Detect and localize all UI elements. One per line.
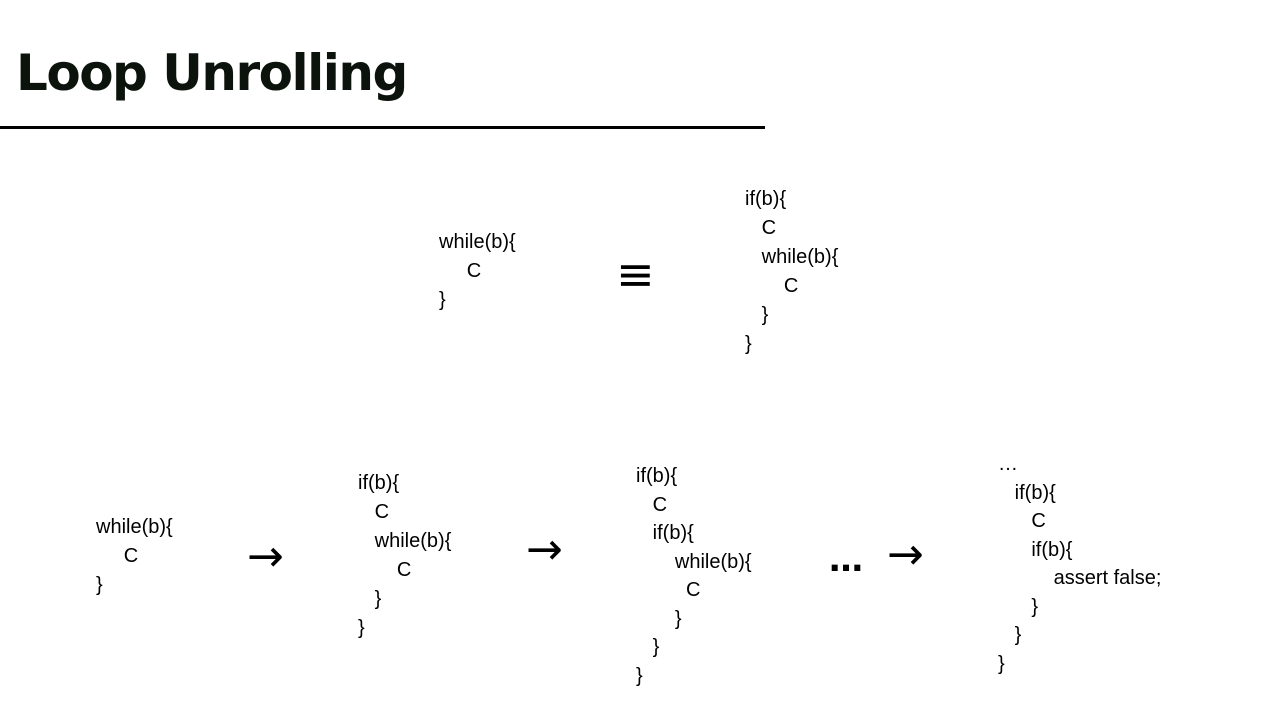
code-line: } bbox=[745, 304, 769, 326]
code-line: while(b){ bbox=[358, 530, 452, 552]
code-line: if(b){ bbox=[358, 472, 400, 494]
code-line: C bbox=[998, 510, 1046, 532]
arrow-right-icon: → bbox=[526, 524, 563, 575]
code-step-4: … if(b){ C if(b){ assert false; } } } bbox=[998, 450, 1161, 678]
code-line: C bbox=[358, 501, 390, 523]
code-line: } bbox=[998, 595, 1039, 618]
title-underline bbox=[0, 126, 765, 129]
code-line: } bbox=[636, 636, 660, 658]
code-line: while(b){ bbox=[745, 246, 839, 268]
code-line: if(b){ bbox=[745, 188, 787, 210]
code-while-loop-top: while(b){ C } bbox=[439, 228, 516, 315]
code-line: } bbox=[998, 624, 1022, 646]
code-line: C bbox=[358, 559, 412, 581]
code-line: if(b){ bbox=[636, 465, 678, 487]
code-line: C bbox=[636, 579, 701, 601]
code-line: } bbox=[636, 607, 682, 630]
code-line: C bbox=[745, 217, 777, 239]
code-line: C bbox=[745, 275, 799, 297]
code-line: … bbox=[998, 453, 1018, 475]
code-step-1: while(b){ C } bbox=[96, 513, 173, 600]
slide-title: Loop Unrolling bbox=[16, 44, 408, 102]
code-line: if(b){ bbox=[998, 481, 1056, 504]
code-line: assert false; bbox=[998, 567, 1162, 589]
code-line: C bbox=[439, 260, 482, 282]
code-line: if(b){ bbox=[998, 538, 1073, 561]
code-line: } bbox=[358, 617, 365, 639]
code-unrolled-top: if(b){ C while(b){ C } } bbox=[745, 185, 838, 359]
code-line: } bbox=[439, 289, 446, 311]
code-line: } bbox=[636, 664, 643, 687]
code-step-2: if(b){ C while(b){ C } } bbox=[358, 469, 451, 643]
ellipsis-icon: … bbox=[829, 540, 863, 580]
equivalence-symbol: ≡ bbox=[616, 247, 655, 301]
code-line: while(b){ bbox=[96, 516, 173, 538]
code-line: } bbox=[358, 588, 382, 610]
code-step-3: if(b){ C if(b){ while(b){ C } } } bbox=[636, 462, 752, 690]
code-line: while(b){ bbox=[636, 550, 752, 573]
code-line: if(b){ bbox=[636, 522, 694, 544]
arrow-right-icon: → bbox=[887, 529, 924, 580]
code-line: } bbox=[96, 574, 103, 596]
code-line: } bbox=[998, 652, 1005, 675]
arrow-right-icon: → bbox=[247, 531, 284, 582]
code-line: while(b){ bbox=[439, 231, 516, 253]
code-line: } bbox=[745, 333, 752, 355]
code-line: C bbox=[636, 493, 668, 516]
code-line: C bbox=[96, 545, 139, 567]
